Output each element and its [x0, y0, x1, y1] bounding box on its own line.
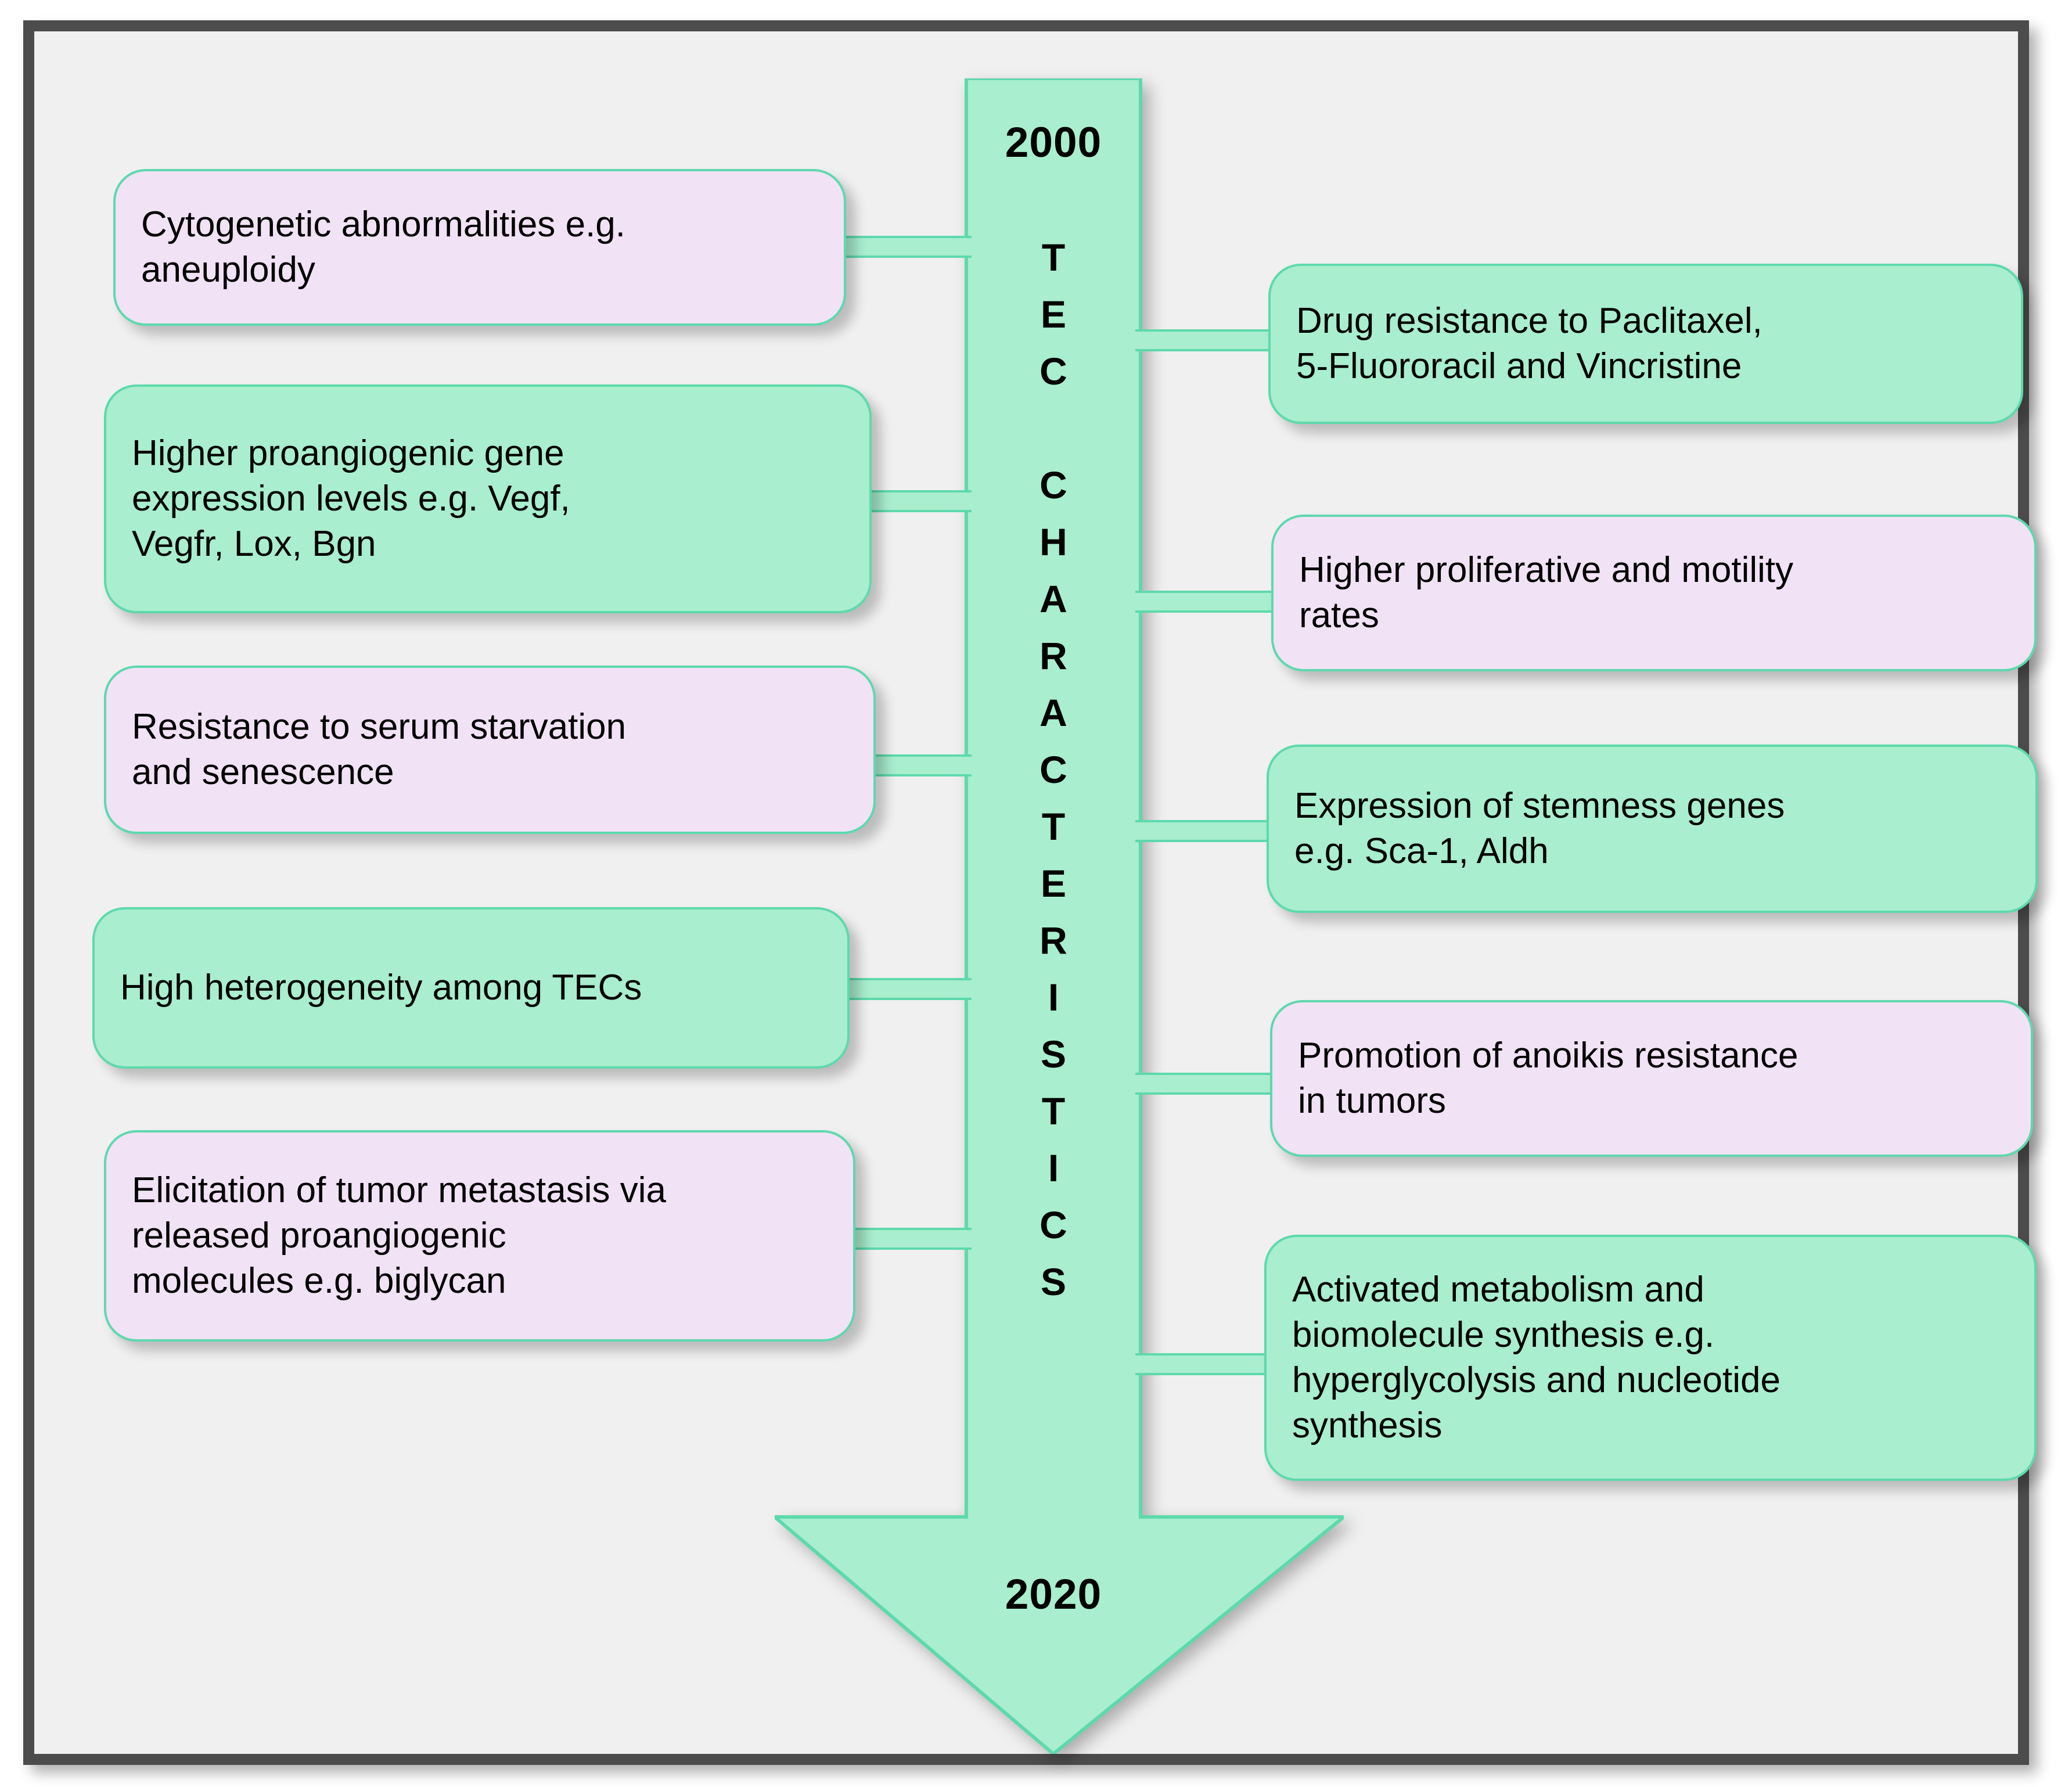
left-box-5[interactable]: Elicitation of tumor metastasis via rele… — [104, 1130, 855, 1342]
connector-left-5 — [841, 1228, 972, 1250]
left-box-2[interactable]: Higher proangiogenic gene expression lev… — [104, 384, 872, 613]
right-box-2-label: Higher proliferative and motility rates — [1299, 550, 1794, 635]
connector-right-1 — [1135, 329, 1278, 351]
left-box-1[interactable]: Cytogenetic abnormalities e.g. aneuploid… — [113, 169, 846, 326]
timeline-start-year: 2000 — [1005, 119, 1102, 166]
right-box-4[interactable]: Promotion of anoikis resistance in tumor… — [1270, 1000, 2033, 1157]
connector-left-3 — [862, 754, 972, 776]
connector-left-2 — [858, 490, 972, 512]
connector-right-4 — [1135, 1073, 1279, 1095]
connector-right-2 — [1135, 591, 1280, 613]
left-box-2-label: Higher proangiogenic gene expression lev… — [132, 433, 570, 564]
right-box-5[interactable]: Activated metabolism and biomolecule syn… — [1264, 1235, 2037, 1481]
arrow-vertical-title: T E C C H A R A C T E R I S T I C S — [1039, 236, 1067, 1303]
left-box-3-label: Resistance to serum starvation and senes… — [132, 707, 627, 792]
left-box-4-label: High heterogeneity among TECs — [120, 968, 642, 1008]
timeline-end-year: 2020 — [1005, 1571, 1102, 1618]
right-box-3[interactable]: Expression of stemness genes e.g. Sca-1,… — [1267, 745, 2038, 913]
connector-left-1 — [832, 236, 972, 258]
right-box-1[interactable]: Drug resistance to Paclitaxel, 5-Fluoror… — [1268, 264, 2023, 424]
connector-right-3 — [1135, 820, 1274, 842]
left-box-3[interactable]: Resistance to serum starvation and senes… — [104, 666, 876, 834]
left-box-4[interactable]: High heterogeneity among TECs — [92, 907, 850, 1069]
right-box-3-label: Expression of stemness genes e.g. Sca-1,… — [1294, 786, 1785, 871]
right-box-2[interactable]: Higher proliferative and motility rates — [1271, 515, 2037, 671]
outer-frame: 2000 T E C C H A R A C T E R I S T I C S… — [23, 20, 2038, 1765]
connector-left-4 — [836, 978, 972, 1000]
right-box-4-label: Promotion of anoikis resistance in tumor… — [1298, 1035, 1798, 1121]
left-box-5-label: Elicitation of tumor metastasis via rele… — [132, 1170, 667, 1301]
right-box-1-label: Drug resistance to Paclitaxel, 5-Fluoror… — [1296, 301, 1762, 386]
connector-right-5 — [1135, 1353, 1278, 1375]
right-box-5-label: Activated metabolism and biomolecule syn… — [1292, 1270, 1780, 1446]
left-box-1-label: Cytogenetic abnormalities e.g. aneuploid… — [141, 204, 626, 290]
